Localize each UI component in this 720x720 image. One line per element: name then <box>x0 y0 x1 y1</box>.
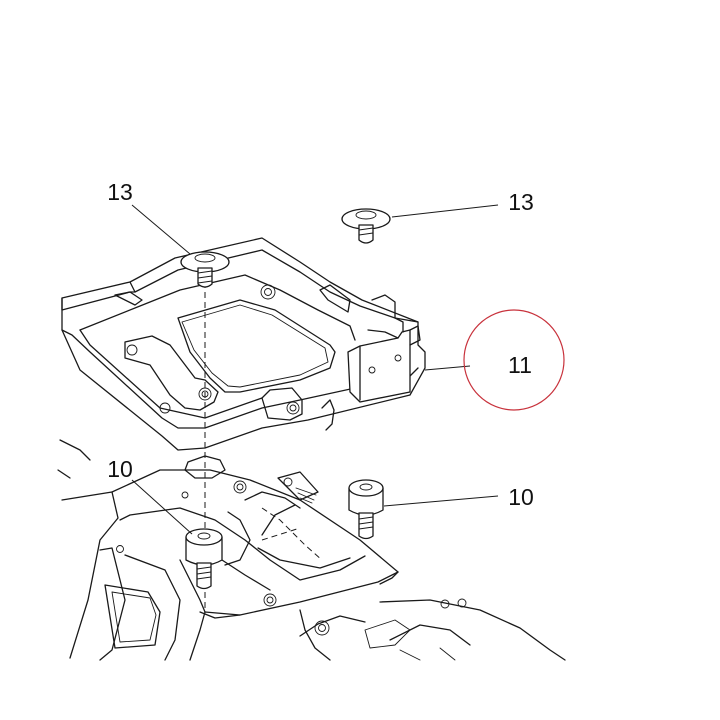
callout-10-left: 10 <box>107 456 133 482</box>
mount-left <box>185 528 223 590</box>
leader-lines <box>131 204 499 535</box>
chassis-frame <box>57 439 566 661</box>
callout-13-left: 13 <box>107 179 133 205</box>
bolt-right <box>341 208 391 244</box>
bolt-left <box>180 251 230 288</box>
mounting-plate <box>61 237 426 479</box>
mount-right <box>348 479 384 540</box>
callout-10-right: 10 <box>508 484 534 510</box>
callout-11: 11 <box>508 352 532 378</box>
callout-13-right: 13 <box>508 189 534 215</box>
highlight-circle <box>463 309 565 411</box>
